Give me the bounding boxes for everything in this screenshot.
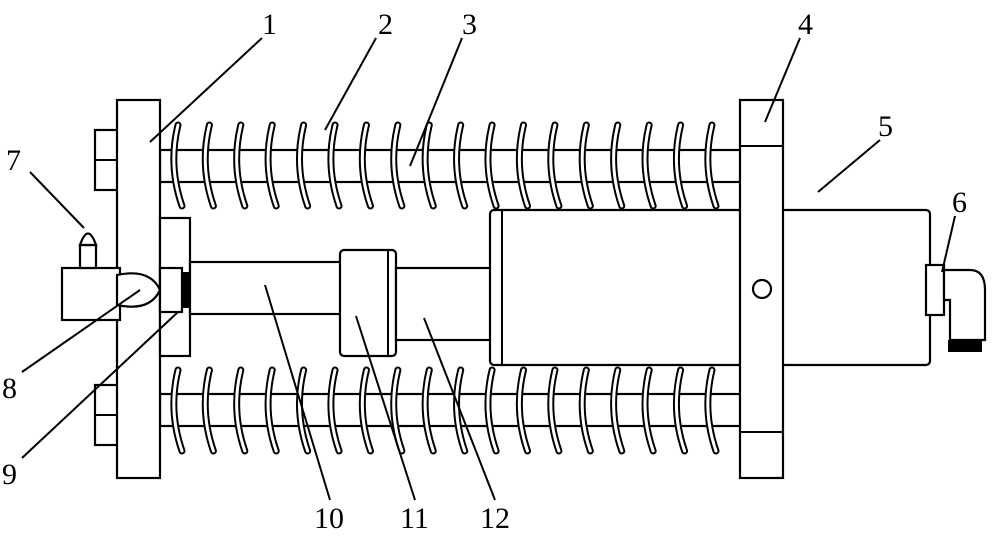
- lower-spring-coil-highlight: [612, 368, 624, 453]
- label-6: 6: [952, 186, 967, 219]
- upper-spring-coil-highlight: [392, 123, 404, 208]
- label-7: 7: [6, 144, 21, 177]
- label-3: 3: [462, 8, 477, 41]
- upper-spring-coil-highlight: [517, 123, 530, 208]
- upper-spring-coil-highlight: [674, 123, 687, 208]
- upper-guide-rod: [158, 148, 744, 184]
- lower-spring-coil-highlight: [455, 368, 467, 453]
- upper-spring-coil-highlight: [486, 123, 498, 208]
- lower-spring-coil-highlight: [517, 368, 530, 453]
- plate-hole: [751, 278, 773, 300]
- upper-spring-coil-highlight: [612, 123, 624, 208]
- label-4: 4: [798, 8, 813, 41]
- lower-spring-coil-highlight: [423, 368, 435, 453]
- lower-spring-coil-highlight: [643, 368, 655, 453]
- lower-spring-coil-highlight: [674, 368, 687, 453]
- upper-spring-coil-highlight: [706, 123, 718, 208]
- lower-spring-coil-highlight: [329, 368, 341, 453]
- label-9: 9: [2, 458, 17, 491]
- lower-spring-coil-highlight: [486, 368, 498, 453]
- elbow-fitting: [924, 263, 987, 352]
- upper-spring-coil-highlight: [266, 123, 278, 208]
- cylinder-body: [488, 208, 932, 367]
- upper-spring-coil-highlight: [580, 123, 592, 208]
- upper-spring-coil-highlight: [423, 123, 435, 208]
- label-8: 8: [2, 372, 17, 405]
- lower-spring-coil-highlight: [266, 368, 278, 453]
- upper-spring-coil-highlight: [643, 123, 655, 208]
- lower-spring-coil-highlight: [392, 368, 404, 453]
- upper-spring-coil-highlight: [360, 123, 372, 208]
- lower-spring-coil-highlight: [706, 368, 718, 453]
- upper-spring-coil-highlight: [455, 123, 467, 208]
- leader-lines: [21, 37, 956, 501]
- upper-spring-coil-highlight: [235, 123, 247, 208]
- label-5: 5: [878, 110, 893, 143]
- label-10: 10: [314, 502, 344, 535]
- grease-nipple-assembly: [60, 232, 190, 322]
- upper-spring-coil-highlight: [297, 123, 310, 208]
- lower-spring-coil-highlight: [172, 368, 184, 453]
- label-2: 2: [378, 8, 393, 41]
- label-12: 12: [480, 502, 510, 535]
- lower-spring-coil-highlight: [549, 368, 561, 453]
- cylinder-rod: [394, 266, 494, 342]
- upper-spring-coil-highlight: [549, 123, 561, 208]
- lower-guide-rod: [158, 392, 744, 428]
- lower-spring-coil-highlight: [297, 368, 310, 453]
- label-1: 1: [262, 8, 277, 41]
- lower-spring-coil-highlight: [235, 368, 247, 453]
- springs: [170, 121, 720, 455]
- upper-spring-coil-highlight: [329, 123, 341, 208]
- lower-spring-coil-highlight: [580, 368, 592, 453]
- upper-spring-coil-highlight: [203, 123, 215, 208]
- label-11: 11: [400, 502, 429, 535]
- lower-spring-coil-highlight: [360, 368, 372, 453]
- lower-spring-coil-highlight: [203, 368, 215, 453]
- upper-spring-coil-highlight: [172, 123, 184, 208]
